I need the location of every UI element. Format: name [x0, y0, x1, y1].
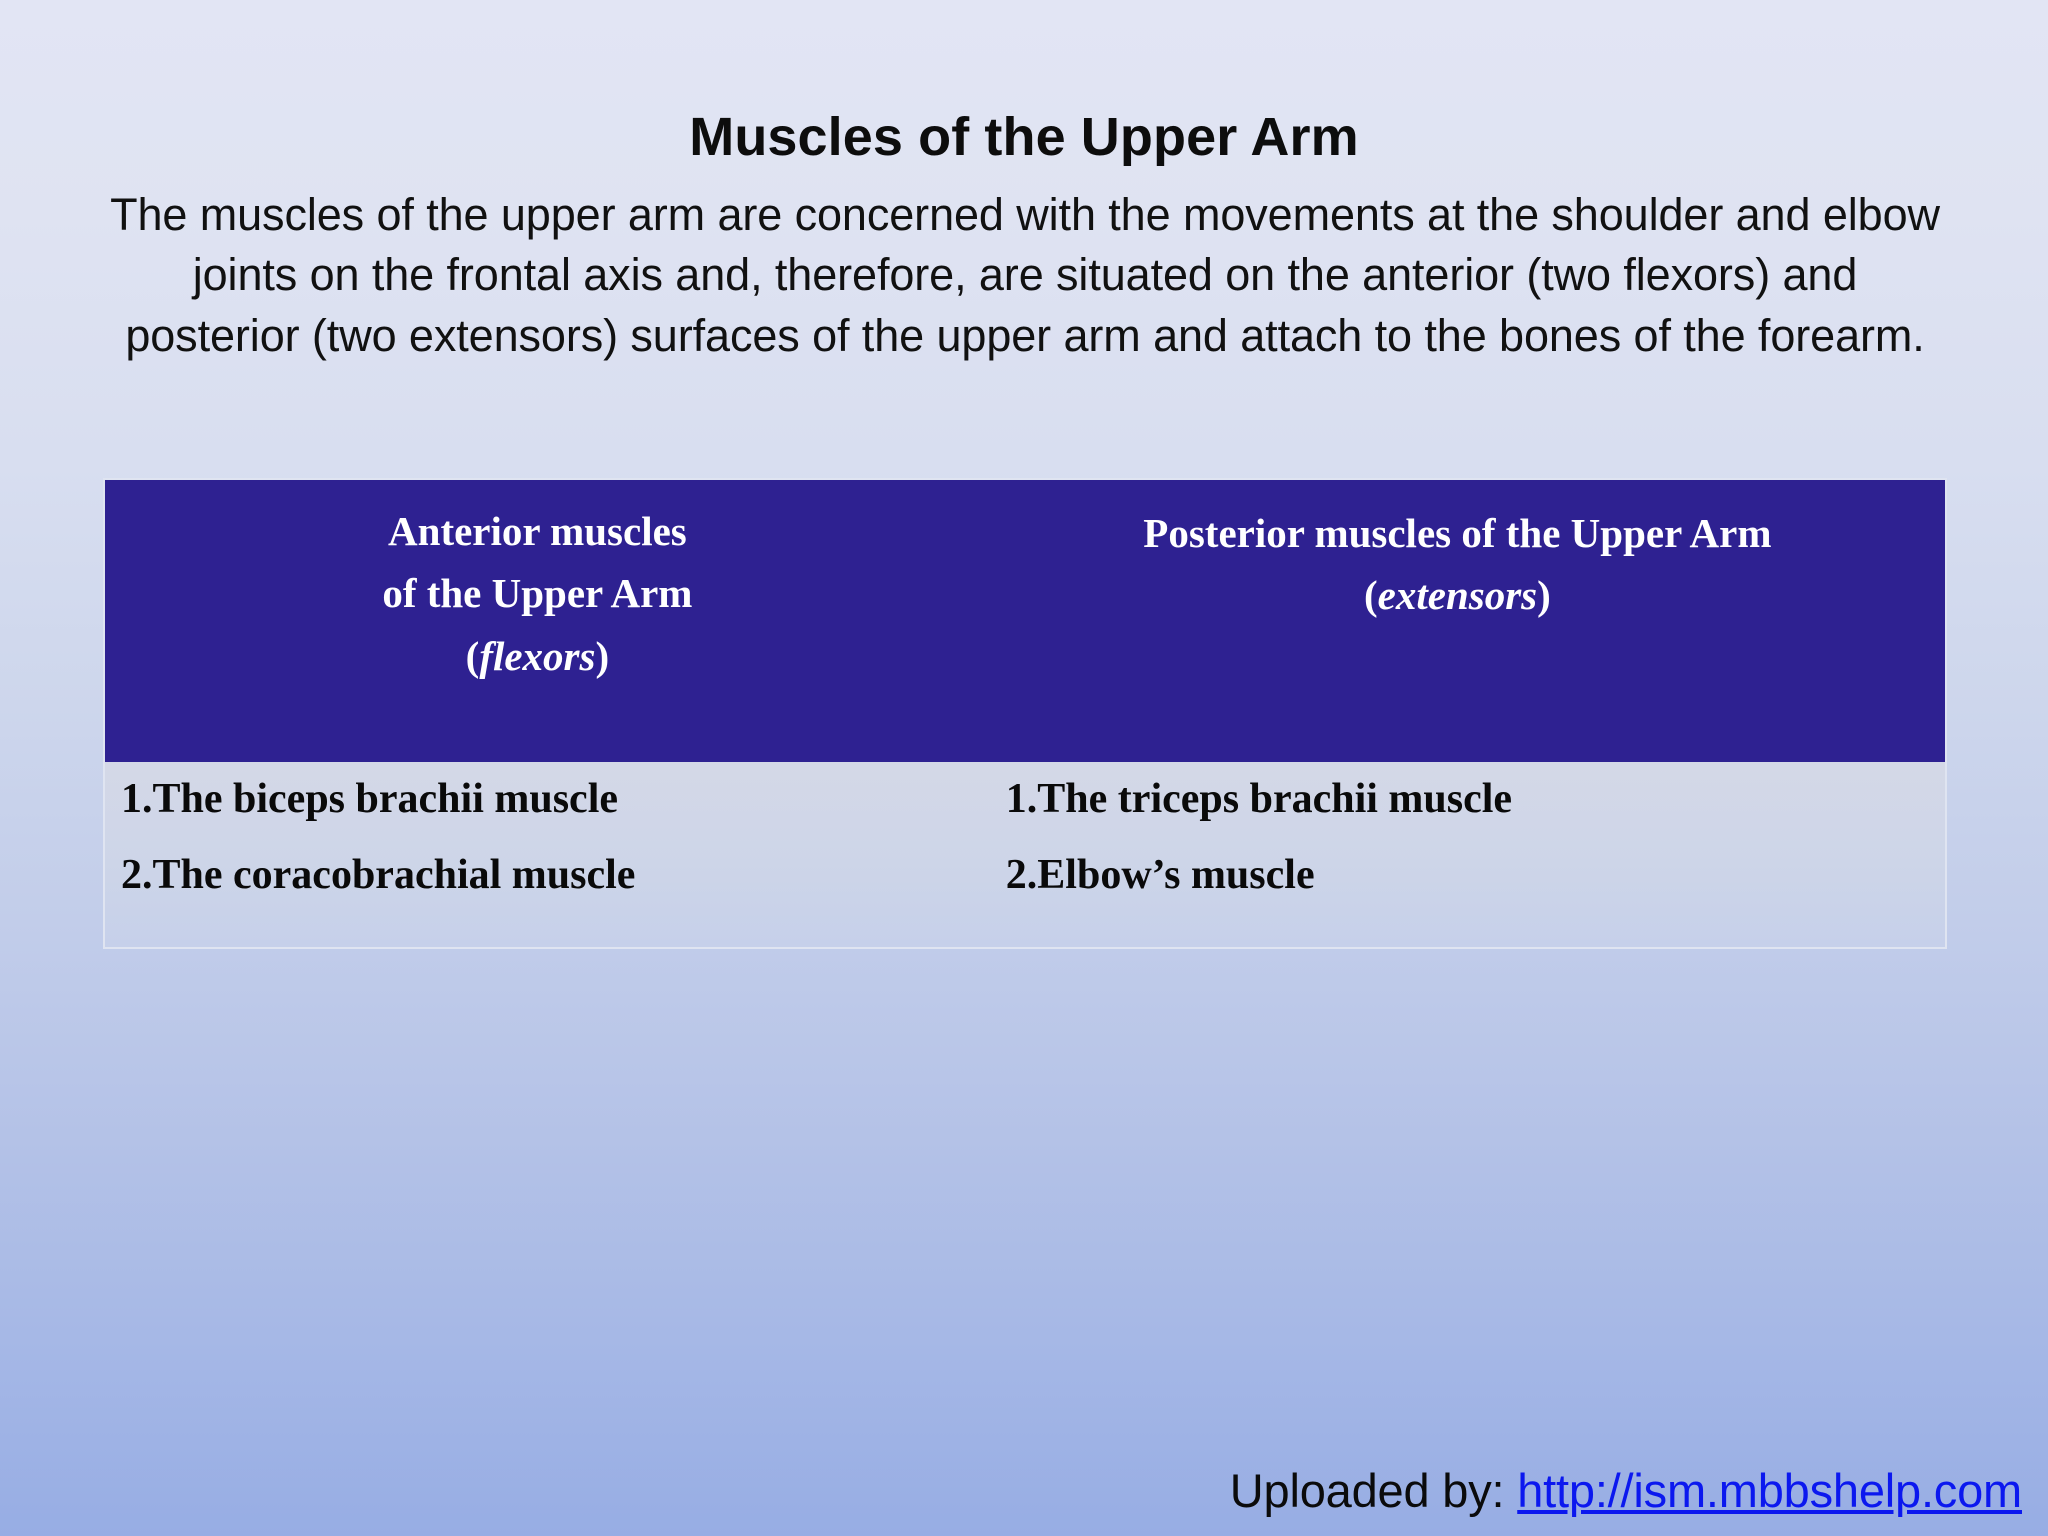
posterior-muscles-list: 1.The triceps brachii muscle 2.Elbow’s m… — [970, 762, 1945, 947]
table-header-row: Anterior muscles of the Upper Arm (flexo… — [105, 480, 1945, 762]
posterior-paren-close: ) — [1537, 572, 1551, 619]
posterior-header-line-1: Posterior muscles of the Upper Arm — [1143, 510, 1772, 556]
posterior-header-line-2: (extensors) — [984, 564, 1931, 626]
anterior-header-line-3: (flexors) — [119, 625, 956, 687]
footer-url-link[interactable]: http://ism.mbbshelp.com — [1517, 1464, 2022, 1517]
page-title: Muscles of the Upper Arm — [689, 107, 1359, 167]
footer-credit: Uploaded by: http://ism.mbbshelp.com — [1230, 1463, 2022, 1518]
posterior-emphasis-extensors: extensors — [1377, 572, 1538, 619]
list-item: 1.The triceps brachii muscle — [1005, 776, 1513, 822]
anterior-muscles-list: 1.The biceps brachii muscle 2.The coraco… — [105, 762, 970, 947]
footer-label: Uploaded by: — [1229, 1464, 1518, 1517]
intro-paragraph: The muscles of the upper arm are concern… — [110, 189, 1940, 361]
anterior-header-line-2: of the Upper Arm — [382, 570, 693, 617]
table-header-cell-anterior: Anterior muscles of the Upper Arm (flexo… — [105, 480, 970, 762]
anterior-header-line-1: Anterior muscles — [388, 508, 687, 554]
list-item: 1.The biceps brachii muscle — [121, 776, 619, 822]
anterior-paren-open: ( — [465, 632, 480, 679]
list-item: 2.The coracobrachial muscle — [121, 852, 636, 898]
muscles-table: Anterior muscles of the Upper Arm (flexo… — [103, 478, 1947, 949]
anterior-paren-close: ) — [595, 632, 610, 679]
list-item: 2.Elbow’s muscle — [1005, 852, 1315, 898]
table-header-cell-posterior: Posterior muscles of the Upper Arm (exte… — [970, 480, 1945, 762]
posterior-paren-open: ( — [1364, 572, 1378, 619]
table-body-row: 1.The biceps brachii muscle 2.The coraco… — [105, 762, 1945, 947]
anterior-emphasis-flexors: flexors — [479, 632, 596, 679]
